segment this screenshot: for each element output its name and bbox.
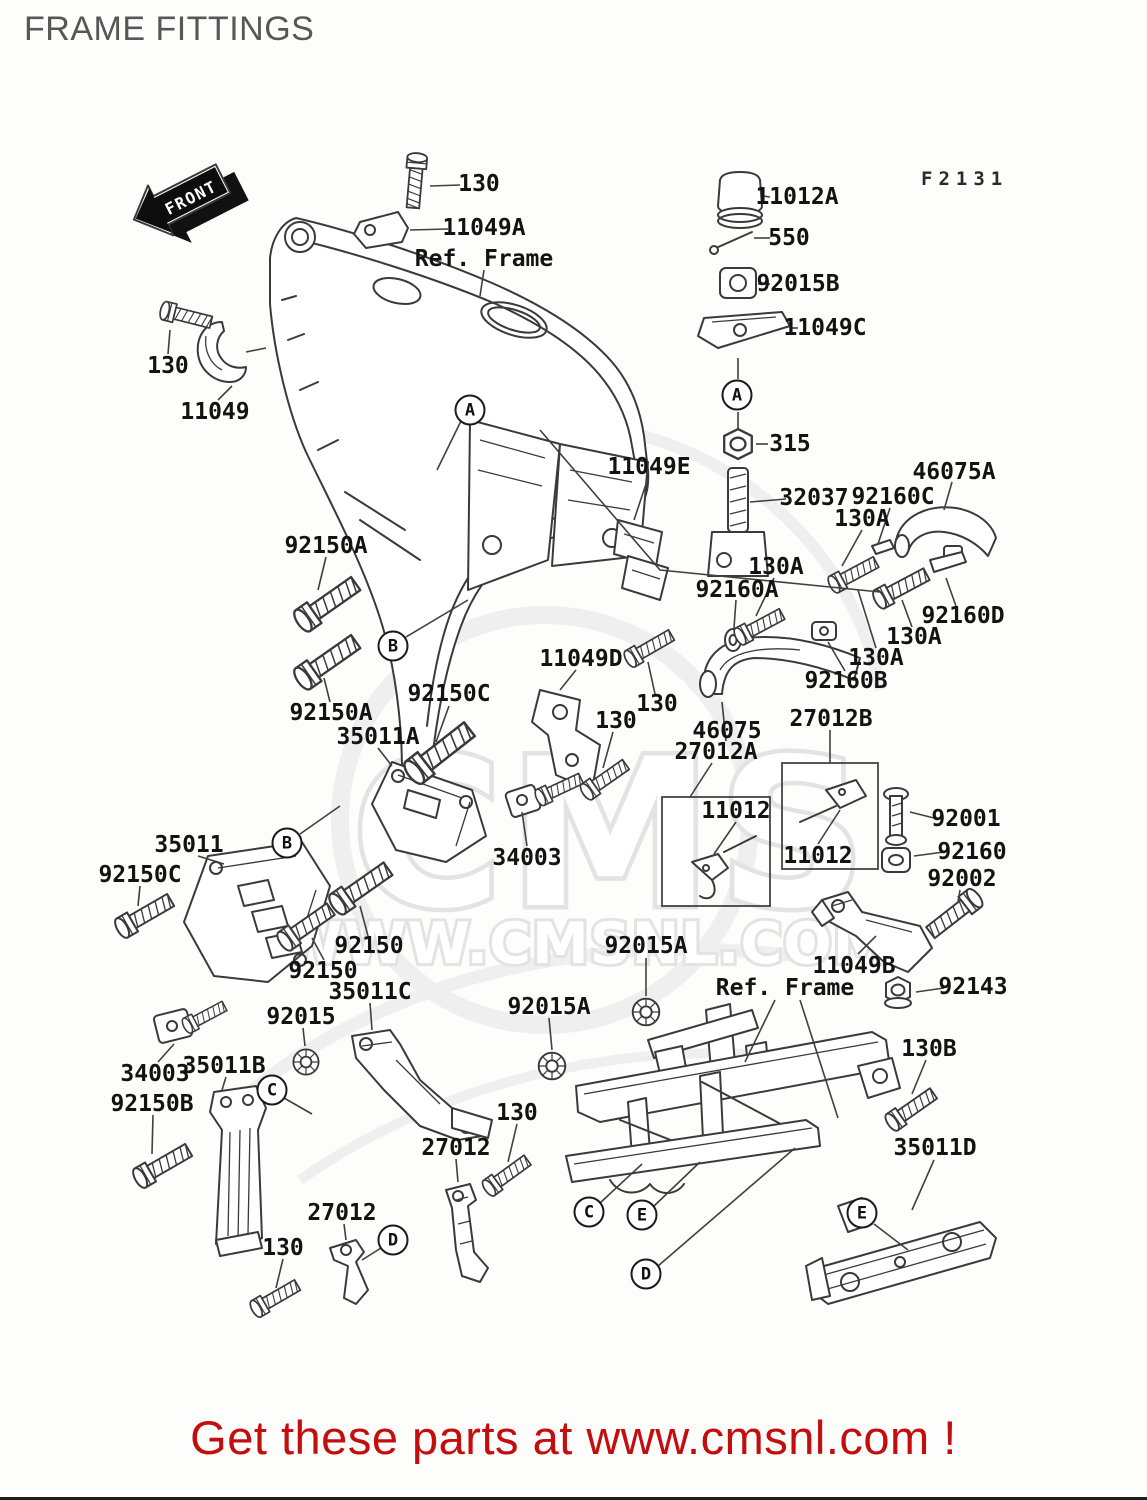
footer-link[interactable]: Get these parts at www.cmsnl.com ! xyxy=(190,1411,957,1464)
boxed-assemblies xyxy=(661,762,879,907)
cmsnl-watermark: CMS WWW.CMSNL.COM xyxy=(225,424,892,1185)
lower-rear-bracket-drawing xyxy=(805,1197,997,1305)
footpeg-brackets-drawing xyxy=(183,761,493,1257)
rear-bracket-drawing xyxy=(811,787,987,1009)
bottom-edge-divider xyxy=(0,1497,1147,1500)
watermark-cms-text: CMS xyxy=(352,716,872,954)
page-title: FRAME FITTINGS xyxy=(24,10,315,48)
hook-and-clevis-drawing xyxy=(152,321,586,1044)
fiche-code: F2131 xyxy=(921,168,1009,190)
fasteners xyxy=(111,151,941,1320)
rear-subframe-drawing xyxy=(565,1003,901,1194)
levers-drawing xyxy=(329,1183,489,1305)
front-arrow: FRONT xyxy=(132,163,249,243)
small-parts-column xyxy=(697,171,791,577)
main-frame-drawing xyxy=(269,217,669,791)
leader-lines xyxy=(137,184,961,1289)
grab-rails-drawing xyxy=(699,506,997,698)
watermark-url-text: WWW.CMSNL.COM xyxy=(280,911,891,977)
